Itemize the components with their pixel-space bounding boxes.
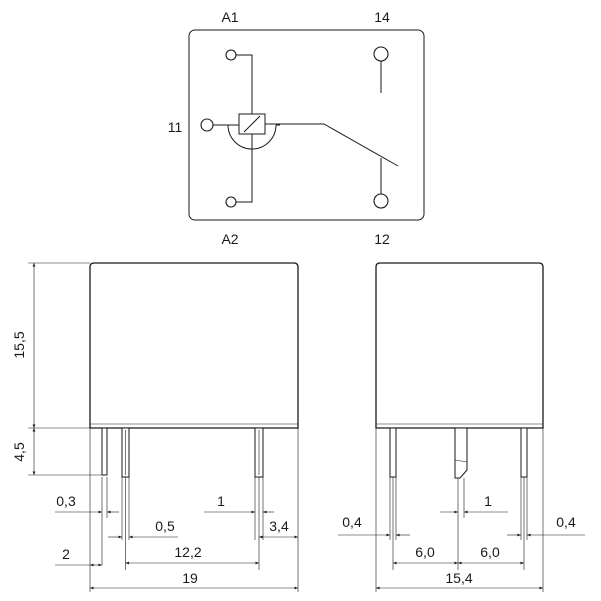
terminal-14 [373,46,389,62]
dim-pin-length: 4,5 [11,442,27,462]
dim-side-pin-left: 0,4 [342,514,362,530]
side-view: 0,4 1 0,4 6,0 6,0 15,4 [338,262,585,592]
dim-pin-width-right: 1 [217,493,225,509]
dim-pitch-right: 6,0 [480,544,500,560]
terminal-label-14: 14 [374,9,390,25]
dim-pitch-left: 6,0 [415,544,435,560]
terminal-a2 [225,196,237,208]
coil-diagonal [243,115,261,133]
coil-wire-bottom [236,134,253,203]
dim-side-pin-center: 1 [484,493,492,509]
dim-edge-left: 2 [62,546,70,562]
dim-pin-thickness: 0,3 [56,493,76,509]
terminal-11 [200,118,214,132]
schematic-frame [188,29,425,221]
terminal-label-11: 11 [168,119,183,135]
side-pin-center [454,427,468,479]
dim-height: 15,5 [11,331,27,358]
dim-side-pin-right: 0,4 [556,514,576,530]
dim-edge-right: 3,4 [269,518,289,534]
side-pin-left [389,427,397,478]
dim-side-total-width: 15,4 [445,570,472,586]
terminal-label-a1: A1 [221,9,238,25]
actuator-arc [227,124,277,150]
dim-total-width: 19 [182,570,198,586]
side-pin-right [520,427,528,478]
coil-wire-top [236,54,253,114]
front-view: 15,5 4,5 0,3 0,5 1 3,4 2 12,2 [11,262,299,592]
dim-pin-span: 12,2 [174,544,201,560]
terminal-12 [373,193,389,209]
side-body [375,262,544,429]
terminal-a1 [225,49,237,61]
dim-pin-width: 0,5 [155,518,175,534]
front-body [89,262,299,429]
front-pin-1 [101,427,108,476]
terminal-label-12: 12 [374,231,390,247]
schematic: A1 14 11 A2 12 [168,9,425,247]
switch-arm [280,123,399,167]
terminal-label-a2: A2 [221,231,238,247]
